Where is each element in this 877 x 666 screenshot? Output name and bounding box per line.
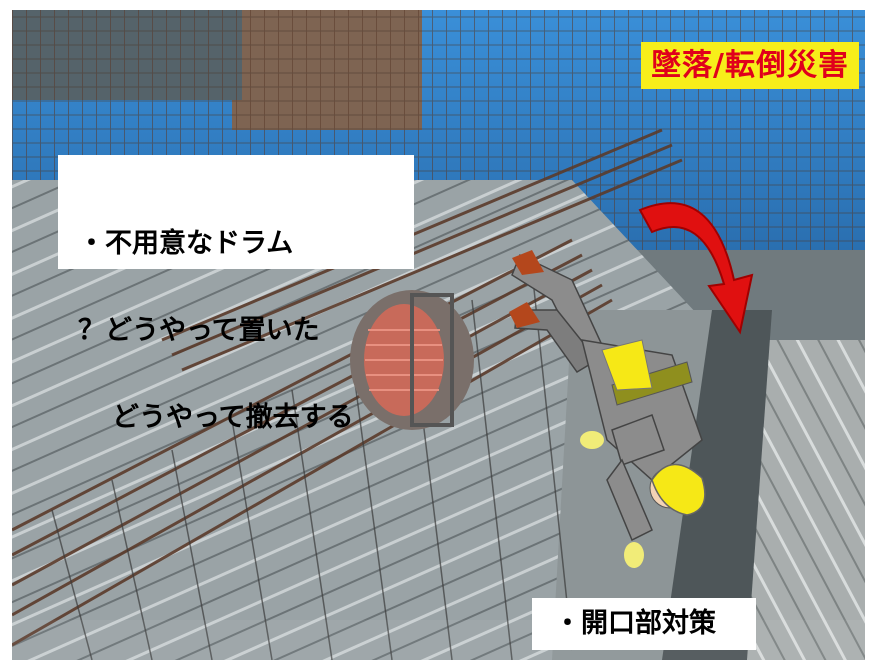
hazard-label: 墜落/転倒災害 (641, 42, 859, 89)
falling-worker-icon (509, 250, 706, 568)
note-line-3: どうやって撤去する (112, 402, 354, 433)
measure-label: ・開口部対策 (532, 598, 756, 650)
rotation-arrow-icon (638, 202, 754, 335)
note-line-1: ・不用意なドラム (78, 228, 294, 259)
cable-drum-icon (350, 290, 474, 430)
note-box: ・不用意なドラム ？どうやって置いた どうやって撤去する (58, 155, 414, 432)
note-line-2: ？どうやって置いた (78, 315, 320, 346)
